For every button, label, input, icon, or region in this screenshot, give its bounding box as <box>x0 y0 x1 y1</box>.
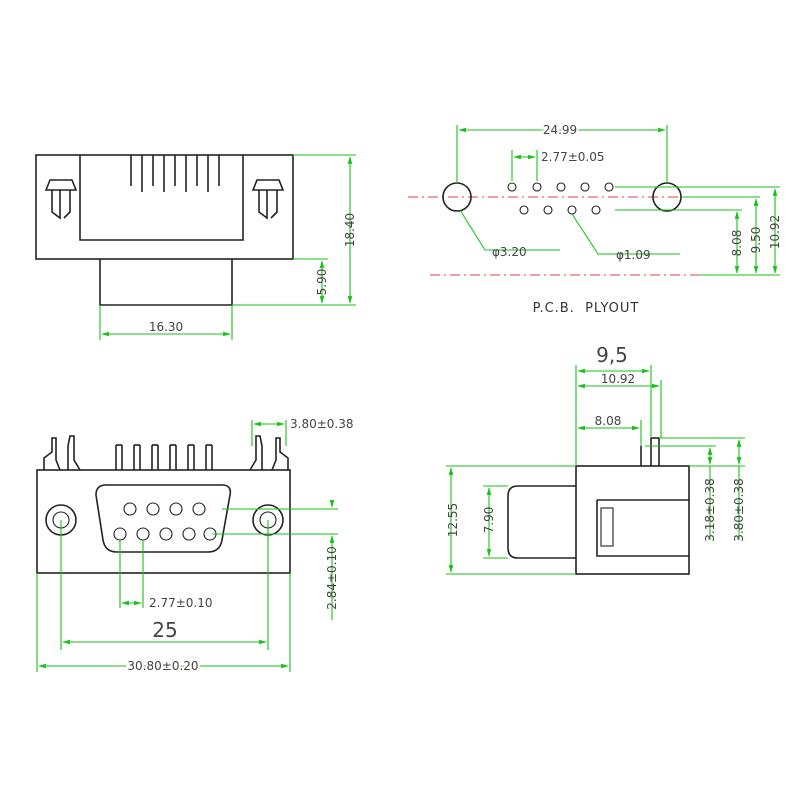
pin-hole-leader <box>571 213 680 255</box>
pin-length-label: 3.80±0.38 <box>290 417 354 431</box>
side-shell <box>507 485 576 559</box>
row-offset-3-label: 10.92 <box>768 215 782 249</box>
d-sub-shell <box>95 484 232 553</box>
hole-span-label: 25 <box>152 618 177 642</box>
side-inner-step <box>596 499 689 557</box>
side-face-height-label: 7.90 <box>482 507 496 534</box>
mount-hole-leader <box>459 209 560 251</box>
mount-hole-label: φ3.20 <box>492 245 527 259</box>
side-depth-total-label: 10.92 <box>601 372 635 386</box>
pin-hole-label: φ1.09 <box>616 248 651 262</box>
side-height-label: 12.55 <box>446 503 460 537</box>
pcb-caption: P.C.B. PLYOUT <box>533 301 640 316</box>
pin-holes-row1 <box>507 182 614 192</box>
top-pins <box>115 444 213 470</box>
side-pin-short-label: 3.18±0.38 <box>703 478 717 542</box>
front-boardlock-right <box>251 179 285 220</box>
side-view: 9,5 10.92 8.08 12.55 7.90 3.18±0.38 3.80… <box>446 343 746 575</box>
overall-width-label: 30.80±0.20 <box>127 659 198 673</box>
side-pin-long-label: 3.80±0.38 <box>732 478 746 542</box>
front-height-lower-label: 5.90 <box>315 269 329 296</box>
front-shell <box>99 259 233 306</box>
row-offset-1-label: 8.08 <box>730 230 744 257</box>
top-flange <box>36 469 291 574</box>
front-housing <box>79 155 244 241</box>
front-view: 18.40 5.90 16.30 <box>35 154 357 340</box>
top-pitch-label: 2.77±0.10 <box>149 596 213 610</box>
front-boardlock-left <box>44 179 78 220</box>
front-pins <box>130 155 220 192</box>
top-boardlock-left <box>43 435 81 471</box>
side-depth-label: 9,5 <box>596 343 628 367</box>
pcb-span-label: 24.99 <box>543 123 577 137</box>
side-pins <box>640 437 660 466</box>
side-depth-pin-label: 8.08 <box>595 414 622 428</box>
side-latch <box>600 507 614 547</box>
socket-pins-row1 <box>123 502 206 516</box>
front-width-label: 16.30 <box>149 320 183 334</box>
pcb-pitch-label: 2.77±0.05 <box>541 150 605 164</box>
row-spacing-label: 2.84±0.10 <box>325 546 339 610</box>
front-height-total-label: 18.40 <box>343 213 357 247</box>
side-body <box>575 465 690 575</box>
socket-pins-row2 <box>113 527 217 541</box>
pin-holes-row2 <box>519 205 601 215</box>
pcb-layout: 24.99 2.77±0.05 φ3.20 φ1.09 8.08 9.50 10… <box>408 121 782 316</box>
row-offset-2-label: 9.50 <box>749 227 763 254</box>
top-boardlock-right <box>249 435 289 471</box>
top-view: 3.80±0.38 2.84±0.10 2.77±0.10 25 30.80±0… <box>36 417 354 675</box>
